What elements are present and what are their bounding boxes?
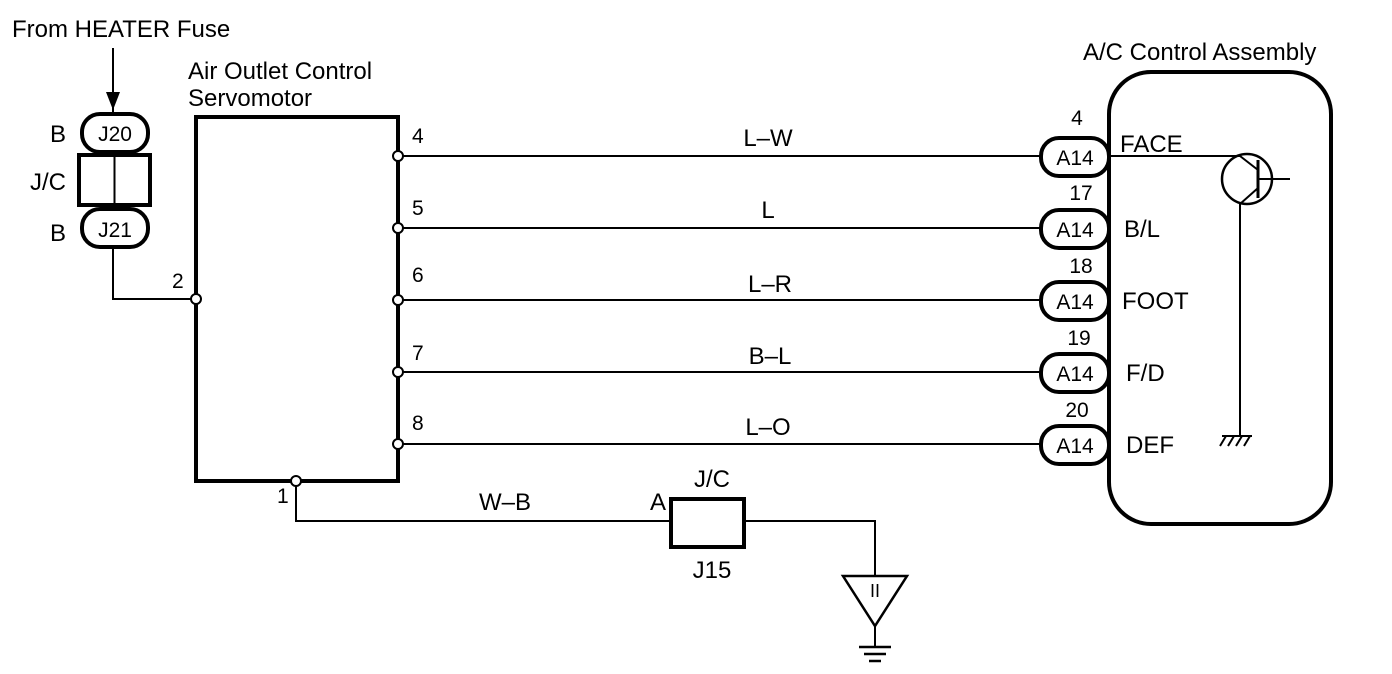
servomotor-body bbox=[194, 115, 400, 483]
ac-assembly-body bbox=[1107, 70, 1333, 526]
servo-pin-label: 6 bbox=[412, 264, 424, 287]
ac-pin-label: 4 bbox=[1071, 107, 1083, 130]
ac-control-assembly: A/C Control Assembly bbox=[1083, 39, 1333, 526]
supply-wire bbox=[112, 249, 196, 300]
ac-assembly-title: A/C Control Assembly bbox=[1083, 39, 1316, 66]
connector-a14-label: A14 bbox=[1056, 291, 1094, 314]
servo-terminal bbox=[392, 294, 404, 306]
ac-pin-label: 18 bbox=[1069, 255, 1092, 278]
servo-terminal-1 bbox=[290, 475, 302, 487]
ground-wire-color: W–B bbox=[479, 489, 531, 516]
connector-a14-label: A14 bbox=[1056, 435, 1094, 458]
wire-color-label: L–O bbox=[745, 414, 790, 441]
servomotor: Air Outlet Control Servomotor 2 1 bbox=[172, 58, 400, 508]
signal-line: 5 L A14 17 B/L bbox=[392, 182, 1160, 250]
connector-j21 bbox=[80, 207, 150, 249]
servomotor-title-line2: Servomotor bbox=[188, 85, 312, 112]
signal-line: 8 L–O A14 20 DEF bbox=[392, 399, 1174, 466]
transistor-icon bbox=[1205, 152, 1290, 436]
wire-color-label: L–R bbox=[748, 271, 792, 298]
servo-pin-label: 7 bbox=[412, 342, 424, 365]
wire-color-label: L–W bbox=[743, 125, 793, 152]
connector-a14-label: A14 bbox=[1056, 363, 1094, 386]
connector-a14-label: A14 bbox=[1056, 219, 1094, 242]
servo-pin-2-label: 2 bbox=[172, 270, 184, 293]
heater-fuse-label: From HEATER Fuse bbox=[12, 16, 230, 43]
ac-function-label: FACE bbox=[1120, 131, 1183, 158]
ground-wire-out bbox=[744, 520, 876, 576]
connector-j20 bbox=[80, 112, 150, 154]
chassis-ground-icon bbox=[1219, 435, 1252, 447]
servo-pin-label: 8 bbox=[412, 412, 424, 435]
servo-terminal bbox=[392, 438, 404, 450]
ac-pin-label: 20 bbox=[1065, 399, 1088, 422]
servo-terminal bbox=[392, 222, 404, 234]
signal-line: 4 L–W A14 4 FACE bbox=[392, 107, 1183, 178]
ac-function-label: FOOT bbox=[1122, 288, 1189, 315]
ground-point-icon bbox=[840, 574, 910, 629]
earth-ground-icon bbox=[859, 645, 891, 663]
ac-pin-label: 17 bbox=[1069, 182, 1092, 205]
ac-function-label: B/L bbox=[1124, 216, 1160, 243]
connector-j21-label: J21 bbox=[98, 219, 132, 242]
ground-jc-connector: J15 bbox=[693, 557, 732, 584]
ground-jc-pin: A bbox=[650, 489, 666, 516]
ground-jc-label: J/C bbox=[694, 466, 730, 493]
ground-point-label: II bbox=[870, 581, 880, 601]
wire-color-label: L bbox=[761, 197, 774, 224]
junction-connector-upper: J20 B J/C J21 B bbox=[30, 112, 152, 249]
signal-lines: 4 L–W A14 4 FACE 5 L A14 17 B/L 6 L–R A1… bbox=[392, 107, 1189, 466]
ground-junction-box bbox=[669, 497, 746, 549]
servo-pin-label: 5 bbox=[412, 197, 424, 220]
servo-terminal bbox=[392, 150, 404, 162]
ac-function-label: F/D bbox=[1126, 360, 1165, 387]
wire-color-j21: B bbox=[50, 220, 66, 247]
servo-terminal bbox=[392, 366, 404, 378]
wire-color-label: B–L bbox=[749, 343, 792, 370]
servo-pin-label: 4 bbox=[412, 125, 424, 148]
fuse-feed-arrow-icon bbox=[106, 92, 120, 110]
servo-terminal-2 bbox=[190, 293, 202, 305]
servo-pin-1-label: 1 bbox=[277, 485, 289, 508]
connector-j20-label: J20 bbox=[98, 123, 132, 146]
signal-line: 6 L–R A14 18 FOOT bbox=[392, 255, 1189, 322]
signal-line: 7 B–L A14 19 F/D bbox=[392, 327, 1165, 394]
connector-a14-label: A14 bbox=[1056, 147, 1094, 170]
ac-function-label: DEF bbox=[1126, 432, 1174, 459]
junction-box-label: J/C bbox=[30, 169, 66, 196]
ground-wire bbox=[295, 486, 670, 522]
wire-color-j20: B bbox=[50, 121, 66, 148]
ac-pin-label: 19 bbox=[1067, 327, 1090, 350]
ground-circuit: W–B A J/C J15 II bbox=[295, 466, 910, 663]
servomotor-title-line1: Air Outlet Control bbox=[188, 58, 372, 85]
